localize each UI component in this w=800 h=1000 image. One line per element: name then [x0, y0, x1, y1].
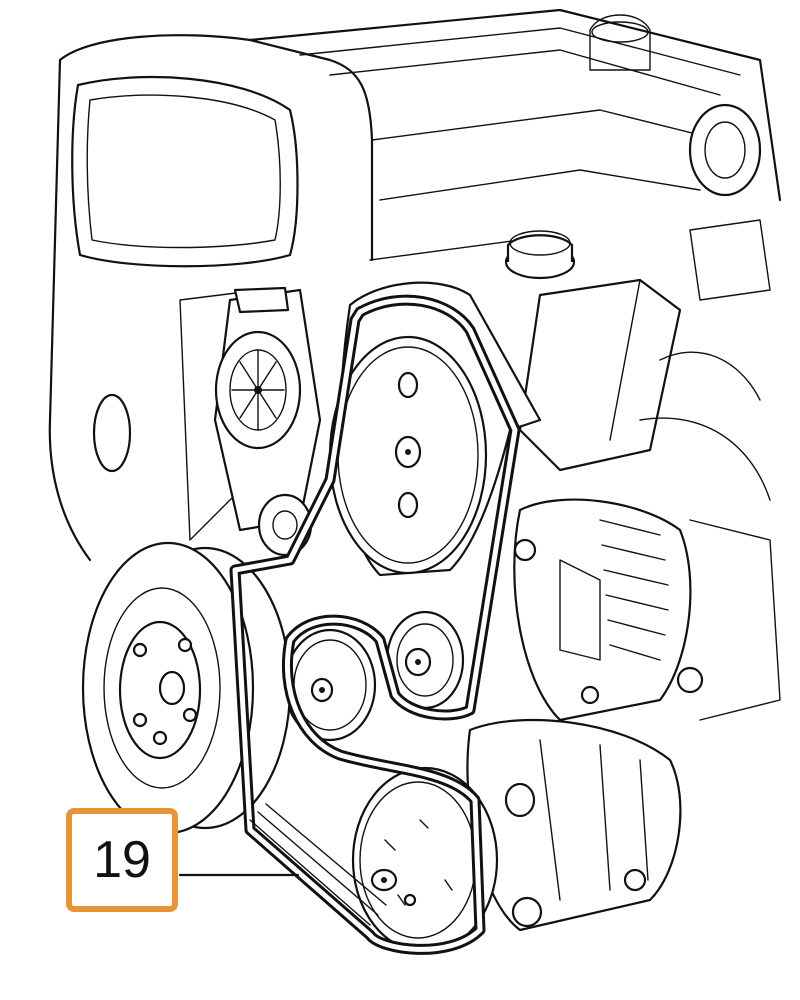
idler-pulley-upper-left — [213, 286, 322, 557]
callout-label: 19 — [93, 831, 151, 889]
crankshaft-pulley — [81, 541, 292, 835]
idler-pulley-left — [283, 628, 377, 742]
drive-belt — [229, 294, 521, 955]
ac-compressor — [466, 718, 682, 932]
alternator — [513, 498, 692, 722]
ac-compressor-pulley — [351, 766, 499, 954]
callout-label-box: 19 — [66, 808, 178, 912]
power-steering-pulley — [328, 281, 542, 577]
engine-block — [48, 8, 782, 721]
